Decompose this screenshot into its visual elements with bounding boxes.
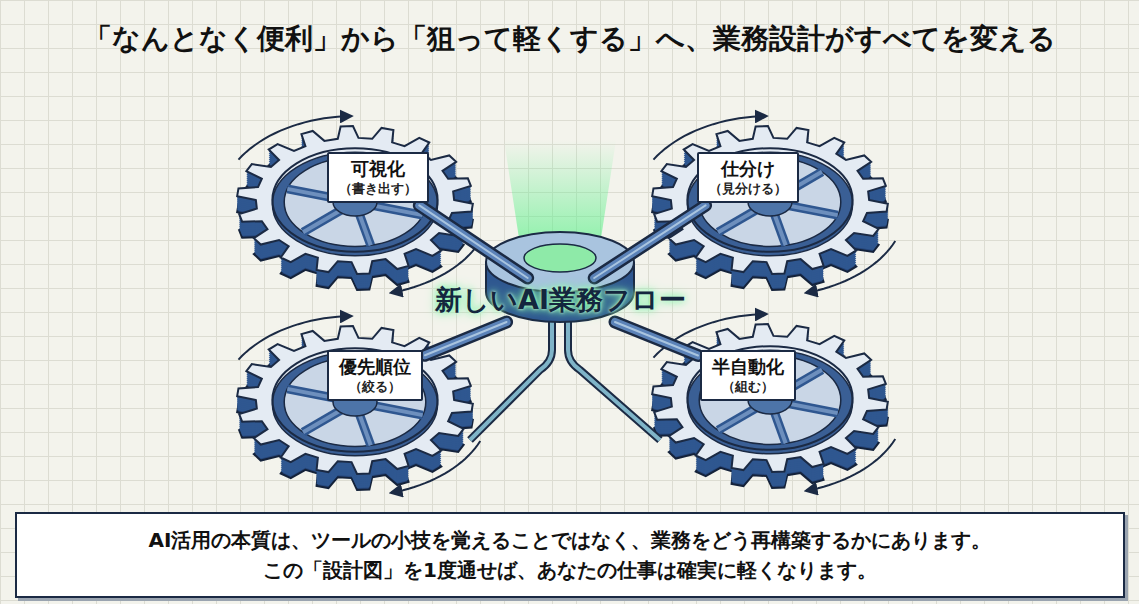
step-hint: （見分ける）: [709, 181, 787, 198]
gear-part: [237, 126, 473, 274]
gear-part: [687, 148, 852, 252]
gear-part: [652, 126, 888, 274]
gear: [652, 116, 895, 293]
step-name: 優先順位: [339, 356, 411, 379]
pipe-body: [615, 322, 698, 356]
gear-part: [272, 348, 437, 452]
summary-line: この「設計図」を1度通せば、あなたの仕事は確実に軽くなります。: [263, 555, 877, 585]
pipe-outline: [425, 322, 507, 355]
pipe-body: [419, 205, 527, 278]
gear-part: [272, 152, 437, 256]
step-name: 半自動化: [712, 356, 784, 379]
gear: [652, 314, 895, 491]
step-hint: （書き出す）: [339, 181, 417, 198]
pipe-connector: [419, 205, 527, 278]
step-box: 優先順位（絞る）: [327, 350, 423, 401]
flow-title: 新しいAI業務フロー: [435, 282, 686, 318]
pipe-highlight: [594, 205, 705, 278]
pipe-highlight: [419, 205, 527, 278]
step-box: 仕分け（見分ける）: [697, 152, 799, 203]
gear-part: [272, 148, 437, 252]
gear: [237, 116, 480, 293]
rotation-arrow: [806, 439, 895, 491]
rotation-arrow: [391, 441, 480, 493]
step-name: 可視化: [339, 158, 417, 181]
pipe-outline: [594, 205, 705, 278]
step-box: 可視化（書き出す）: [327, 152, 429, 203]
gear-part: [687, 346, 852, 450]
pipe-body: [594, 205, 705, 278]
step-box: 半自動化（組む）: [700, 350, 796, 401]
step-hint: （組む）: [712, 379, 784, 396]
pipe-connector: [594, 205, 705, 278]
pipe-highlight: [615, 322, 698, 356]
pipe-outline: [419, 205, 527, 278]
step-hint: （絞る）: [339, 379, 411, 396]
hub-part: [524, 244, 596, 272]
summary-box: AI活用の本質は、ツールの小技を覚えることではなく、業務をどう再構築するかにあり…: [15, 512, 1125, 598]
rotation-arrow: [806, 241, 895, 293]
pipe-body: [425, 322, 507, 355]
step-name: 仕分け: [709, 158, 787, 181]
pipe-highlight: [425, 322, 507, 355]
pipe-outline: [615, 322, 698, 356]
summary-line: AI活用の本質は、ツールの小技を覚えることではなく、業務をどう再構築するかにあり…: [149, 525, 992, 555]
gear-part: [687, 350, 852, 454]
pipe-connector: [615, 322, 698, 356]
gear-part: [687, 152, 852, 256]
hub-label: 新しいAI業務フロー: [429, 280, 692, 320]
pipe-connector: [425, 322, 507, 355]
page-title: 「なんとなく便利」から「狙って軽くする」へ、業務設計がすべてを変える: [0, 20, 1139, 58]
